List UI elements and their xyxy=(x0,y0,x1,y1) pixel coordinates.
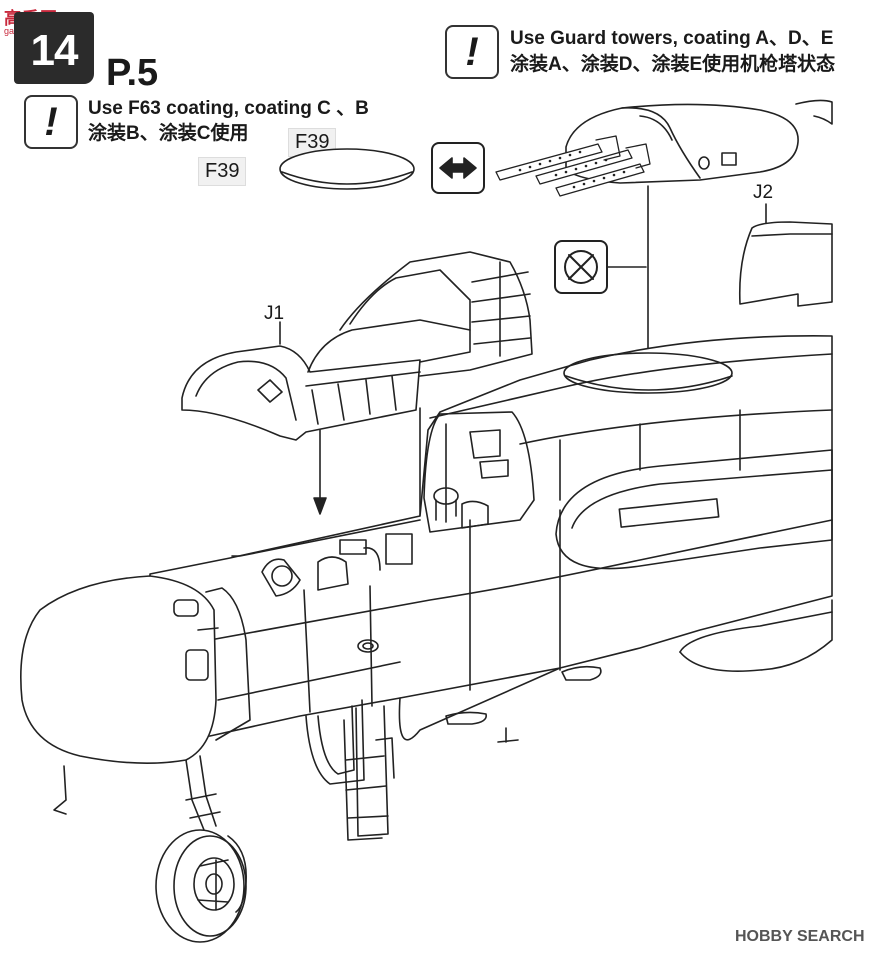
note-right-line1: Use Guard towers, coating A、D、E xyxy=(510,28,834,49)
note-left-line1: Use F63 coating, coating C 、B xyxy=(88,98,369,119)
gear-bay-door xyxy=(305,699,365,785)
swap-arrows-icon xyxy=(431,142,485,194)
j1-canopy-part xyxy=(181,251,533,441)
note-left-line2: 涂装B、涂装C使用 xyxy=(88,123,249,144)
boarding-ladder xyxy=(343,705,395,841)
j2-part xyxy=(738,203,833,307)
watermark-hobby-search: HOBBY SEARCH xyxy=(735,928,865,945)
exclamation-icon: ! xyxy=(465,29,479,74)
exclamation-icon: ! xyxy=(44,99,58,144)
warning-icon-left: ! xyxy=(24,95,78,149)
gun-turret-part xyxy=(495,99,833,197)
step-badge: 14 xyxy=(14,12,94,84)
nose-landing-gear xyxy=(155,755,247,943)
part-label-f39-callout: F39 xyxy=(198,157,247,186)
part-label-j2: J2 xyxy=(753,182,774,203)
nose-section xyxy=(20,575,251,815)
f39-disc-part xyxy=(279,148,415,190)
turret-assembly-arrow xyxy=(641,185,655,369)
note-right-line2: 涂装A、涂装D、涂装E使用机枪塔状态 xyxy=(510,54,836,75)
no-glue-icon xyxy=(554,240,647,294)
page-reference: P.5 xyxy=(106,52,159,94)
warning-icon-right: ! xyxy=(445,25,499,79)
part-label-j1: J1 xyxy=(264,303,285,324)
fuselage xyxy=(149,335,833,743)
step-number: 14 xyxy=(30,26,79,75)
